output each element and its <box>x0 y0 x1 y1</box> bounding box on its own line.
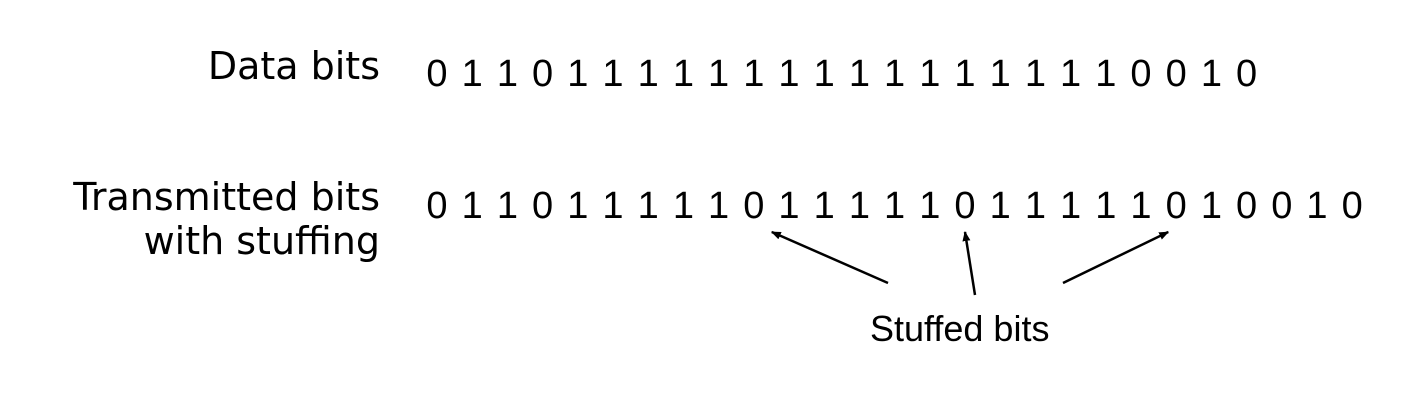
transmitted-bit: 0 <box>532 185 554 227</box>
data-bit: 1 <box>743 53 765 95</box>
transmitted-bit: 1 <box>1306 185 1328 227</box>
transmitted-bit: 1 <box>813 185 835 227</box>
data-bit: 1 <box>1200 53 1222 95</box>
transmitted-bit: 0 <box>426 185 448 227</box>
data-bit: 1 <box>461 53 483 95</box>
transmitted-bit: 0 <box>1341 185 1363 227</box>
transmitted-bit: 1 <box>1060 185 1082 227</box>
data-bit: 1 <box>848 53 870 95</box>
data-bit: 0 <box>532 53 554 95</box>
data-bit: 1 <box>496 53 518 95</box>
transmitted-bit: 1 <box>1200 185 1222 227</box>
transmitted-bit: 1 <box>1095 185 1117 227</box>
transmitted-bit: 1 <box>1024 185 1046 227</box>
data-bit: 1 <box>637 53 659 95</box>
transmitted-bit: 1 <box>461 185 483 227</box>
data-bit: 1 <box>813 53 835 95</box>
data-bit: 0 <box>1130 53 1152 95</box>
stuffed-bits-label: Stuffed bits <box>870 308 1050 349</box>
data-bits-label: Data bits <box>207 44 380 88</box>
transmitted-bit: 1 <box>989 185 1011 227</box>
transmitted-bit: 1 <box>708 185 730 227</box>
transmitted-bits-label-line2: with stuffing <box>143 218 380 263</box>
data-bit: 1 <box>1024 53 1046 95</box>
data-bit: 1 <box>954 53 976 95</box>
transmitted-bit: 1 <box>1130 185 1152 227</box>
transmitted-bit: 0 <box>1236 185 1258 227</box>
transmitted-bits-label: Transmitted bits with stuffing <box>73 175 380 263</box>
data-bit: 1 <box>989 53 1011 95</box>
transmitted-bit: 1 <box>672 185 694 227</box>
data-bit: 0 <box>1236 53 1258 95</box>
data-bit: 1 <box>1060 53 1082 95</box>
transmitted-bits-label-line1: Transmitted bits <box>73 175 380 219</box>
data-bit: 1 <box>672 53 694 95</box>
transmitted-bit: 1 <box>602 185 624 227</box>
transmitted-bit: 0 <box>1271 185 1293 227</box>
data-bit: 1 <box>602 53 624 95</box>
transmitted-bit: 1 <box>848 185 870 227</box>
data-bit: 0 <box>426 53 448 95</box>
transmitted-bit: 0 <box>1165 185 1187 227</box>
transmitted-bit: 1 <box>637 185 659 227</box>
transmitted-bit: 1 <box>496 185 518 227</box>
transmitted-bit: 1 <box>884 185 906 227</box>
transmitted-bit: 0 <box>743 185 765 227</box>
data-bit: 0 <box>1165 53 1187 95</box>
data-bit: 1 <box>708 53 730 95</box>
transmitted-bit: 1 <box>778 185 800 227</box>
transmitted-bit: 1 <box>567 185 589 227</box>
transmitted-bit: 0 <box>954 185 976 227</box>
data-bit: 1 <box>567 53 589 95</box>
data-bit: 1 <box>1095 53 1117 95</box>
data-bit: 1 <box>778 53 800 95</box>
data-bit: 1 <box>919 53 941 95</box>
data-bit: 1 <box>884 53 906 95</box>
transmitted-bit: 1 <box>919 185 941 227</box>
